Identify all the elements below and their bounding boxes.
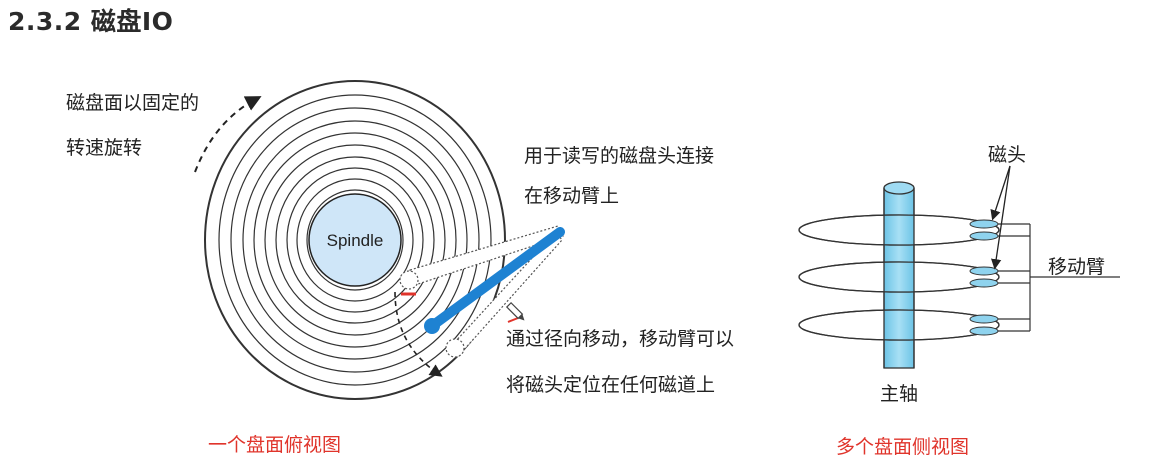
side-view-caption: 多个盘面侧视图 xyxy=(836,436,970,458)
head-note-line2: 在移动臂上 xyxy=(524,185,620,207)
red-mark-small xyxy=(507,317,519,323)
pencil-icon xyxy=(505,301,525,321)
moving-arm xyxy=(424,227,565,334)
page-title: 2.3.2 磁盘IO xyxy=(8,7,174,36)
rotation-arrow xyxy=(194,96,262,173)
read-heads xyxy=(969,219,999,336)
axis-label: 主轴 xyxy=(880,383,919,405)
head-travel-arrow xyxy=(394,291,443,377)
arm-connectors xyxy=(998,223,1120,332)
move-note-line1: 通过径向移动，移动臂可以 xyxy=(506,328,735,350)
head-pointer-arrows xyxy=(990,165,1011,270)
spindle: Spindle xyxy=(308,193,402,287)
rotation-note-line2: 转速旋转 xyxy=(66,137,143,159)
platters-side-view xyxy=(798,181,1000,369)
head-note-line1: 用于读写的磁盘头连接 xyxy=(524,145,715,167)
rotation-note-line1: 磁盘面以固定的 xyxy=(66,92,200,114)
arm-label: 移动臂 xyxy=(1048,256,1106,278)
spindle-label: Spindle xyxy=(327,231,384,250)
head-label: 磁头 xyxy=(988,144,1027,166)
move-note-line2: 将磁头定位在任何磁道上 xyxy=(506,374,716,396)
top-view-caption: 一个盘面俯视图 xyxy=(208,434,342,456)
